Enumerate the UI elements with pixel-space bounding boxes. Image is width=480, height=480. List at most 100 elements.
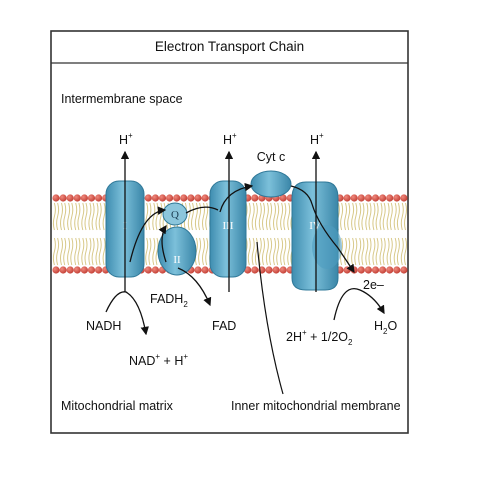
lipid-tail [344, 237, 347, 266]
lipid-tail [63, 237, 67, 266]
lipid-head [95, 194, 103, 202]
lipid-tail [287, 202, 291, 231]
lipid-tail [77, 237, 81, 266]
lipid-tail [148, 237, 152, 266]
ubiquinone-Q: Q [162, 202, 188, 226]
lipid-tail [70, 202, 74, 231]
lipid-head [379, 266, 387, 274]
lipid-head [393, 266, 401, 274]
lipid-head [73, 266, 81, 274]
lipid-tail [400, 202, 404, 231]
lipid-head [357, 194, 365, 202]
lipid-head [379, 194, 387, 202]
nad-label: NAD+ + H+ [129, 352, 188, 368]
proton-label-III: H+ [223, 131, 237, 147]
lipid-tail [265, 202, 269, 231]
lipid-tail [56, 202, 60, 231]
oxygen-label: 2H+ + 1/2O2 [286, 328, 353, 347]
lipid-head [350, 194, 358, 202]
lipid-tail [347, 202, 351, 231]
lipid-tail [67, 237, 71, 266]
lipid-tail [389, 237, 393, 266]
electrons-label: 2e– [363, 278, 384, 292]
lipid-head [279, 266, 287, 274]
lipid-tail [393, 202, 397, 231]
lipid-tail [372, 202, 376, 231]
lipid-tail [60, 237, 63, 266]
lipid-head [87, 266, 96, 274]
lipid-head [52, 266, 60, 274]
proton-label-I: H+ [119, 131, 133, 147]
lipid-tail [379, 237, 383, 266]
lipid-tail [67, 202, 71, 231]
nadh-arrow [105, 291, 149, 336]
lipid-tail [60, 202, 63, 231]
lipid-head [151, 266, 159, 274]
lipid-tail [386, 202, 390, 231]
lipid-tail [340, 202, 344, 231]
lipid-tail [191, 202, 194, 231]
lipid-tail [404, 202, 407, 231]
lipid-tail [148, 202, 152, 231]
lipid-head [343, 266, 351, 274]
lipid-tail [152, 237, 156, 266]
lipid-head [52, 194, 60, 202]
lipid-tail [247, 237, 251, 266]
lipid-head [87, 194, 96, 202]
lipid-head [144, 266, 152, 274]
electron-arrow-IV-out [311, 203, 355, 274]
fad-arrow [177, 267, 212, 307]
lipid-head [201, 194, 209, 202]
electron-arrow-III-cytc [219, 182, 254, 213]
lipid-tail [198, 237, 202, 266]
lipid-head [80, 194, 88, 202]
electron-arrow-cytc-IV [290, 185, 313, 205]
lipid-head [251, 194, 259, 202]
electron-arrow-Q-III [185, 206, 219, 214]
lipid-head [180, 194, 188, 202]
cytochrome-c [250, 170, 292, 198]
lipid-tail [361, 237, 365, 266]
lipid-head [95, 266, 103, 274]
lipid-head [371, 266, 380, 274]
lipid-tail [52, 202, 56, 231]
lipid-tail [265, 237, 269, 266]
lipid-tail [283, 202, 287, 231]
water-label: H2O [374, 319, 397, 336]
fadh2-label: FADH2 [150, 292, 188, 309]
nadh-label: NADH [86, 319, 121, 333]
lipid-tail [382, 202, 386, 231]
lipid-head [371, 194, 380, 202]
lipid-tail [84, 202, 88, 231]
lipid-head [80, 266, 88, 274]
lipid-tail [276, 202, 280, 231]
lipid-head [279, 194, 287, 202]
lipid-tail [375, 202, 379, 231]
lipid-head [357, 266, 365, 274]
lipid-tail [251, 202, 255, 231]
lipid-tail [283, 237, 287, 266]
lipid-tail [273, 237, 276, 266]
lipid-head [59, 194, 67, 202]
lipid-head [386, 194, 394, 202]
lipid-tail [368, 237, 372, 266]
lipid-tail [396, 237, 400, 266]
lipid-tail [358, 202, 362, 231]
lipid-head [194, 194, 202, 202]
lipid-head [187, 194, 195, 202]
proton-label-IV: H+ [310, 131, 324, 147]
lipid-tail [400, 237, 404, 266]
lipid-head [73, 194, 81, 202]
lipid-tail [361, 202, 365, 231]
lipid-tail [382, 237, 386, 266]
lipid-tail [280, 202, 284, 231]
lipid-head [364, 266, 372, 274]
complex-IV-label: IV [309, 220, 321, 232]
q-label: Q [171, 209, 179, 221]
lipid-tail [404, 237, 407, 266]
lipid-tail [155, 237, 159, 266]
complex-II-label: II [173, 254, 181, 266]
lipid-tail [386, 237, 390, 266]
lipid-head [400, 266, 408, 274]
lipid-tail [102, 237, 106, 266]
